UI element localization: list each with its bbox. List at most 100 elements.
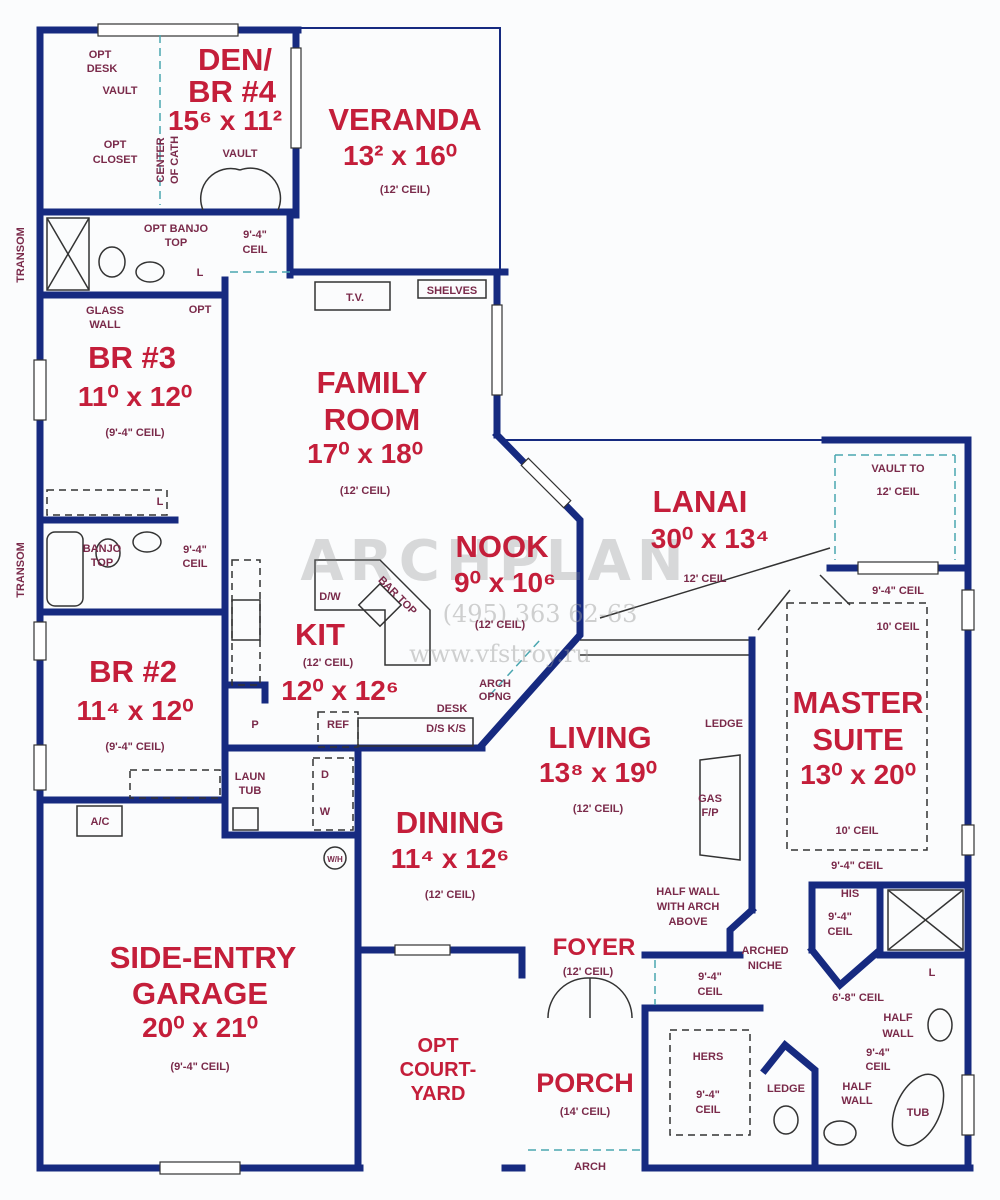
window (159, 1161, 241, 1175)
svg-text:9⁰ x 10⁶: 9⁰ x 10⁶ (454, 567, 556, 598)
svg-text:L: L (929, 967, 936, 979)
sink (823, 1120, 857, 1146)
closet-shelf (129, 769, 221, 799)
laundry-tub (232, 807, 259, 831)
svg-text:YARD: YARD (411, 1083, 466, 1105)
window (961, 1074, 975, 1136)
kitchen-sink (357, 582, 403, 628)
toilet (773, 1105, 799, 1135)
shelves (417, 279, 487, 299)
svg-text:DINING: DINING (396, 805, 505, 840)
svg-text:LEDGE: LEDGE (705, 718, 743, 730)
svg-text:F/P: F/P (701, 807, 718, 819)
room-lanai: LANAI 30⁰ x 13⁴ 12' CEIL (651, 484, 770, 585)
room-br3: BR #3 11⁰ x 12⁰ (9'-4" CEIL) (78, 340, 192, 439)
svg-text:(9'-4" CEIL): (9'-4" CEIL) (105, 427, 165, 439)
svg-text:9'-4": 9'-4" (698, 971, 722, 983)
svg-text:CLOSET: CLOSET (93, 154, 138, 166)
svg-text:VERANDA: VERANDA (328, 102, 481, 137)
svg-text:DESK: DESK (437, 703, 468, 715)
master-doors (757, 574, 851, 631)
room-courtyard: OPT COURT- YARD (400, 1035, 477, 1105)
svg-text:ARCHPLAN: ARCHPLAN (300, 529, 689, 594)
svg-text:GAS: GAS (698, 793, 722, 805)
svg-text:9'-4": 9'-4" (828, 911, 852, 923)
window (97, 23, 239, 37)
window (33, 621, 47, 661)
svg-text:12⁰ x 12⁶: 12⁰ x 12⁶ (281, 675, 399, 706)
svg-text:OPT: OPT (417, 1035, 458, 1057)
svg-text:CEIL: CEIL (695, 1104, 720, 1116)
svg-text:PORCH: PORCH (536, 1068, 634, 1098)
svg-text:SUITE: SUITE (812, 722, 903, 757)
svg-text:HALF: HALF (883, 1012, 913, 1024)
svg-text:WITH ARCH: WITH ARCH (657, 901, 720, 913)
ac-unit (76, 805, 123, 837)
svg-text:LIVING: LIVING (548, 720, 651, 755)
svg-text:WALL: WALL (89, 319, 120, 331)
svg-text:BR #3: BR #3 (88, 340, 176, 375)
svg-text:OPT: OPT (189, 304, 212, 316)
svg-text:MASTER: MASTER (793, 685, 924, 720)
svg-text:VAULT TO: VAULT TO (871, 463, 925, 475)
svg-text:www.vfstroy.ru: www.vfstroy.ru (409, 640, 591, 668)
room-veranda: VERANDA 13² x 16⁰ (12' CEIL) (328, 102, 481, 196)
closet-shelf (46, 489, 168, 516)
svg-text:D: D (321, 769, 329, 781)
window (290, 47, 302, 149)
ref-space (317, 711, 359, 748)
wall (760, 1040, 819, 1172)
svg-text:BANJO: BANJO (83, 543, 122, 555)
room-garage: SIDE-ENTRY GARAGE 20⁰ x 21⁰ (9'-4" CEIL) (110, 940, 297, 1073)
range (231, 599, 261, 641)
master-tray (786, 602, 928, 851)
fixtures (46, 35, 964, 1151)
svg-text:9'-4": 9'-4" (183, 544, 207, 556)
svg-text:OPT: OPT (89, 49, 112, 61)
master-tub (891, 1073, 945, 1147)
hers-closet (669, 1029, 751, 1136)
svg-text:WALL: WALL (841, 1095, 872, 1107)
svg-text:ROOM: ROOM (324, 402, 420, 437)
svg-text:TUB: TUB (239, 785, 262, 797)
svg-text:OPNG: OPNG (479, 691, 511, 703)
room-dining: DINING 11⁴ x 12⁶ (12' CEIL) (391, 805, 510, 901)
foyer-doors (547, 977, 633, 1019)
svg-text:(12' CEIL): (12' CEIL) (425, 889, 476, 901)
master-shower (887, 889, 964, 951)
room-living: LIVING 13⁸ x 19⁰ (12' CEIL) (539, 720, 657, 815)
room-nook: NOOK 9⁰ x 10⁶ (12' CEIL) (454, 529, 556, 631)
water-heater (323, 846, 347, 870)
svg-text:TOP: TOP (91, 557, 113, 569)
svg-text:(9'-4" CEIL): (9'-4" CEIL) (170, 1061, 230, 1073)
svg-text:LEDGE: LEDGE (767, 1083, 805, 1095)
svg-text:SIDE-ENTRY: SIDE-ENTRY (110, 940, 297, 975)
svg-text:HERS: HERS (693, 1051, 724, 1063)
svg-text:CEIL: CEIL (827, 926, 852, 938)
svg-text:CEIL: CEIL (242, 244, 267, 256)
svg-text:ARCH: ARCH (574, 1161, 606, 1173)
svg-text:(12' CEIL): (12' CEIL) (303, 657, 354, 669)
svg-text:30⁰ x 13⁴: 30⁰ x 13⁴ (651, 523, 770, 554)
svg-text:9'-4" CEIL: 9'-4" CEIL (831, 860, 883, 872)
svg-text:9'-4": 9'-4" (866, 1047, 890, 1059)
shower (46, 217, 90, 291)
windows (33, 23, 975, 1175)
svg-text:(12' CEIL): (12' CEIL) (475, 619, 526, 631)
svg-text:DESK: DESK (87, 63, 118, 75)
svg-text:ABOVE: ABOVE (668, 916, 707, 928)
room-kitchen: KIT (12' CEIL) 12⁰ x 12⁶ (281, 617, 399, 706)
svg-text:WALL: WALL (882, 1028, 913, 1040)
room-family: FAMILY ROOM 17⁰ x 18⁰ (12' CEIL) (307, 365, 428, 497)
svg-text:12' CEIL: 12' CEIL (877, 486, 920, 498)
wall (726, 905, 757, 954)
svg-text:COURT-: COURT- (400, 1059, 477, 1081)
svg-text:17⁰ x 18⁰: 17⁰ x 18⁰ (307, 438, 423, 469)
svg-text:NICHE: NICHE (748, 960, 782, 972)
toilet (98, 246, 126, 278)
kitchen-island (314, 559, 431, 666)
svg-text:11⁴ x 12⁶: 11⁴ x 12⁶ (391, 843, 510, 874)
svg-text:FOYER: FOYER (553, 934, 636, 961)
svg-text:12' CEIL: 12' CEIL (684, 573, 727, 585)
svg-text:11⁰ x 12⁰: 11⁰ x 12⁰ (78, 381, 192, 412)
